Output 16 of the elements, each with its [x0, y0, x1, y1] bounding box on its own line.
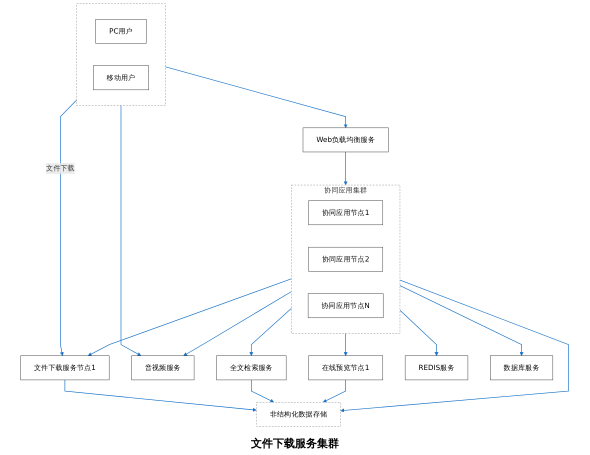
- arrow: [121, 105, 142, 356]
- arrow: [88, 278, 292, 356]
- arrow: [344, 333, 348, 356]
- arrow: [323, 380, 346, 402]
- cluster: [76, 3, 166, 106]
- arrow: [400, 285, 524, 356]
- cluster-caption: 文件下载服务集群: [251, 437, 339, 450]
- arrow: [251, 380, 275, 402]
- arrow: [250, 308, 292, 356]
- arrow: [184, 291, 292, 356]
- arrow: [60, 100, 78, 356]
- arrow: [166, 66, 348, 128]
- arrow: [400, 310, 439, 356]
- arrow: [344, 152, 348, 186]
- arrow: [65, 380, 258, 412]
- arrow: [340, 280, 570, 412]
